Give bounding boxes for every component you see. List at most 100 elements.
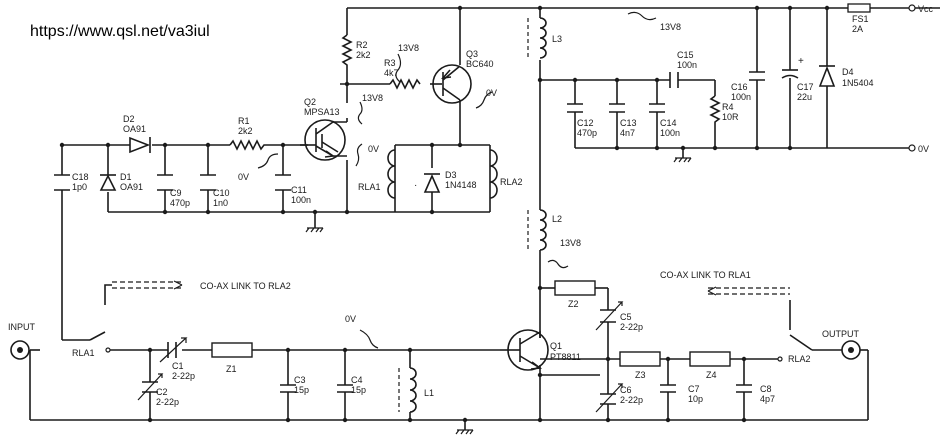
junction-dots xyxy=(59,5,830,423)
capacitor-c1: C1 2-22p xyxy=(159,337,195,381)
c6-value: 2-22p xyxy=(620,395,643,405)
transistor-q2: Q2 MPSA13 xyxy=(300,97,347,161)
c4-ref: C4 xyxy=(351,375,363,385)
capacitor-c14: C14 100n xyxy=(649,103,680,138)
z2-ref: Z2 xyxy=(568,299,579,309)
r2-value: 2k2 xyxy=(356,50,371,60)
c17-ref: C17 xyxy=(797,82,814,92)
impedance-z2: Z2 xyxy=(554,280,596,309)
capacitor-c18: C18 1p0 xyxy=(54,172,89,192)
impedance-z3: Z3 xyxy=(619,351,661,380)
note-0v-q3: 0V xyxy=(486,88,497,98)
vcc-terminal: Vcc xyxy=(908,4,934,14)
wires xyxy=(29,7,940,430)
c3-value: 15p xyxy=(294,385,309,395)
z3-ref: Z3 xyxy=(635,370,646,380)
transistor-q1: Q1 PT8811 xyxy=(507,329,581,371)
c14-ref: C14 xyxy=(660,118,677,128)
relay-contact-rla2: RLA2 xyxy=(777,354,811,364)
rla1-coil-ref: RLA1 xyxy=(358,182,381,192)
relay-contact-rla1: RLA1 xyxy=(72,331,111,358)
d2-ref: D2 xyxy=(123,114,135,124)
note-0v-r1: 0V xyxy=(238,172,249,182)
output-connector[interactable]: OUTPUT xyxy=(822,329,861,360)
impedance-z4: Z4 xyxy=(689,351,731,380)
c12-value: 470p xyxy=(577,128,597,138)
c18-value: 1p0 xyxy=(72,182,87,192)
capacitor-c4: C4 15p xyxy=(337,375,366,395)
q1-value: PT8811 xyxy=(550,352,581,362)
vcc-label: Vcc xyxy=(918,4,934,14)
q1-ref: Q1 xyxy=(550,341,562,351)
q3-ref: Q3 xyxy=(466,49,478,59)
fs1-ref: FS1 xyxy=(852,14,869,24)
resistor-r3: R3 4k7 xyxy=(384,58,421,90)
c8-ref: C8 xyxy=(760,384,772,394)
diode-d4: D4 1N5404 xyxy=(818,65,874,88)
capacitor-c10: C10 1n0 xyxy=(200,174,230,208)
d1-ref: D1 xyxy=(120,172,132,182)
rla1-contact-ref: RLA1 xyxy=(72,348,95,358)
input-connector[interactable]: INPUT xyxy=(8,322,36,360)
d4-value: 1N5404 xyxy=(842,78,874,88)
diode-d1: D1 OA91 xyxy=(99,172,143,192)
fs1-value: 2A xyxy=(852,24,863,34)
inductor-l3: L3 xyxy=(527,17,562,60)
l1-ref: L1 xyxy=(424,388,434,398)
capacitor-c17: + C17 22u xyxy=(781,56,814,102)
capacitor-c2: C2 2-22p xyxy=(137,373,179,407)
c9-value: 470p xyxy=(170,198,190,208)
resistor-r4: R4 10R xyxy=(709,95,739,124)
rla2-contact-ref: RLA2 xyxy=(788,354,811,364)
capacitor-c8: C8 4p7 xyxy=(736,384,775,404)
l3-ref: L3 xyxy=(552,34,562,44)
zero-v-label: 0V xyxy=(918,144,929,154)
ground-symbols xyxy=(305,157,692,435)
c14-value: 100n xyxy=(660,128,680,138)
inductor-l2: L2 xyxy=(527,209,562,251)
d1-value: OA91 xyxy=(120,182,143,192)
source-url: https://www.qsl.net/va3iul xyxy=(30,23,210,40)
resistor-r1: R1 2k2 xyxy=(229,116,268,151)
capacitor-c3: C3 15p xyxy=(280,375,309,395)
diode-d3: D3 1N4148 xyxy=(423,170,477,193)
output-label: OUTPUT xyxy=(822,329,860,339)
capacitor-c6: C6 2-22p xyxy=(595,383,643,413)
c16-ref: C16 xyxy=(731,82,748,92)
note-13v8-l2: 13V8 xyxy=(560,238,581,248)
note-0v-input: 0V xyxy=(345,314,356,324)
q2-ref: Q2 xyxy=(304,97,316,107)
d2-value: OA91 xyxy=(123,124,146,134)
c16-value: 100n xyxy=(731,92,751,102)
input-label: INPUT xyxy=(8,322,36,332)
fuse-fs1: FS1 2A xyxy=(847,3,871,34)
r3-value: 4k7 xyxy=(384,68,399,78)
r2-ref: R2 xyxy=(356,40,368,50)
note-0v-q2: 0V xyxy=(368,144,379,154)
c5-value: 2-22p xyxy=(620,322,643,332)
coax-link-rla2-label: CO-AX LINK TO RLA2 xyxy=(200,281,291,291)
voltage-callouts: 13V8 13V8 13V8 13V8 0V 0V 0V 0V xyxy=(238,11,681,349)
c18-ref: C18 xyxy=(72,172,89,182)
d3-ref: D3 xyxy=(445,170,457,180)
zero-v-terminal: 0V xyxy=(908,144,929,154)
capacitor-c13: C13 4n7 xyxy=(609,103,637,138)
transistor-q3: Q3 BC640 xyxy=(432,49,494,104)
q3-value: BC640 xyxy=(466,59,494,69)
c15-value: 100n xyxy=(677,60,697,70)
c15-ref: C15 xyxy=(677,50,694,60)
note-13v8-l3: 13V8 xyxy=(660,22,681,32)
inductor-l1: L1 xyxy=(398,367,434,413)
r1-value: 2k2 xyxy=(238,126,253,136)
capacitor-c7: C7 10p xyxy=(660,384,703,404)
r4-ref: R4 xyxy=(722,102,734,112)
c10-value: 1n0 xyxy=(213,198,228,208)
relay-coil-rla2: RLA2 xyxy=(489,149,523,199)
rla2-coil-ref: RLA2 xyxy=(500,177,523,187)
capacitor-c11: C11 100n xyxy=(275,174,311,205)
r3-ref: R3 xyxy=(384,58,396,68)
c11-ref: C11 xyxy=(291,185,307,195)
c7-ref: C7 xyxy=(688,384,700,394)
coax-link-rla1-label: CO-AX LINK TO RLA1 xyxy=(660,270,751,280)
